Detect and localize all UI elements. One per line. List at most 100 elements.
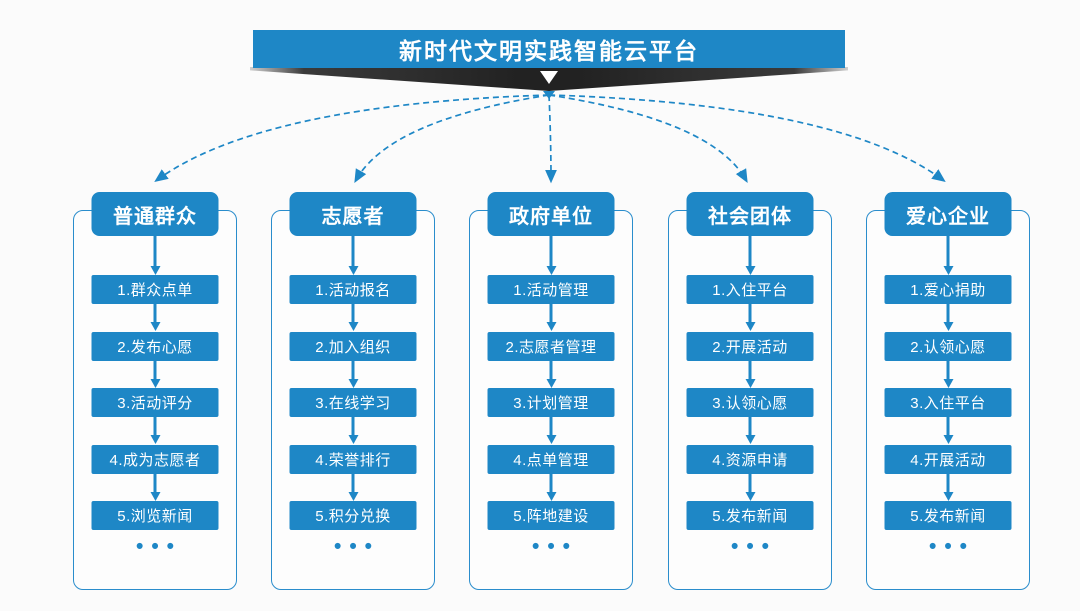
arrow-down-icon	[351, 361, 355, 379]
arrow-down-icon	[549, 304, 553, 322]
arrow-down-icon	[748, 417, 752, 435]
connector-to-column-2	[354, 94, 550, 183]
flow-step: 5.浏览新闻	[91, 501, 219, 530]
column-title: 爱心企业	[906, 205, 990, 228]
arrow-down-icon	[946, 236, 950, 266]
flow-step-label: 1.群众点单	[117, 282, 193, 299]
more-items-ellipsis: •••	[333, 535, 381, 558]
flow-step-label: 2.志愿者管理	[505, 339, 597, 356]
flow-step: 1.群众点单	[91, 275, 219, 304]
flow-step-label: 1.入住平台	[712, 282, 788, 299]
arrow-down-icon	[946, 474, 950, 492]
arrow-down-icon	[351, 236, 355, 266]
flow-step: 4.荣誉排行	[289, 445, 417, 474]
column-title: 政府单位	[509, 205, 593, 228]
arrow-down-icon	[946, 361, 950, 379]
flow-step: 5.发布新闻	[686, 501, 814, 530]
arrow-down-icon	[549, 474, 553, 492]
flow-step: 2.加入组织	[289, 332, 417, 361]
flow-step-label: 2.发布心愿	[117, 339, 193, 356]
more-items-ellipsis: •••	[531, 535, 579, 558]
column-title: 普通群众	[113, 205, 197, 228]
flow-step-label: 1.活动管理	[513, 282, 589, 299]
more-items-ellipsis: •••	[928, 535, 976, 558]
column-header: 社会团体	[686, 192, 814, 236]
arrow-down-icon	[549, 417, 553, 435]
flow-step-label: 1.爱心捐助	[910, 282, 986, 299]
connector-to-column-1	[154, 94, 550, 182]
flow-step-label: 5.发布新闻	[712, 508, 788, 525]
flow-step: 1.活动管理	[487, 275, 615, 304]
platform-title: 新时代文明实践智能云平台	[399, 38, 699, 64]
flow-step: 3.在线学习	[289, 388, 417, 417]
more-items-ellipsis: •••	[135, 535, 183, 558]
arrow-down-icon	[153, 361, 157, 379]
flow-step: 5.积分兑换	[289, 501, 417, 530]
flow-step: 2.发布心愿	[91, 332, 219, 361]
arrow-down-icon	[748, 236, 752, 266]
arrow-down-icon	[946, 304, 950, 322]
arrow-down-icon	[748, 361, 752, 379]
flow-step: 4.开展活动	[884, 445, 1012, 474]
column-header: 政府单位	[487, 192, 615, 236]
flow-step: 4.成为志愿者	[91, 445, 219, 474]
flow-step-label: 2.认领心愿	[910, 339, 986, 356]
arrow-down-icon	[351, 417, 355, 435]
flow-step: 5.阵地建设	[487, 501, 615, 530]
flow-step-label: 4.开展活动	[910, 452, 986, 469]
arrow-down-icon	[549, 361, 553, 379]
flow-step-label: 5.阵地建设	[513, 508, 589, 525]
more-items-ellipsis: •••	[730, 535, 778, 558]
flow-step: 1.入住平台	[686, 275, 814, 304]
flow-step-label: 3.在线学习	[315, 395, 391, 412]
column-caring-enterprises: 爱心企业 1.爱心捐助 2.认领心愿 3.入住平台 4.开展活动 5.发布新闻 …	[866, 190, 1030, 592]
column-header: 普通群众	[91, 192, 219, 236]
connector-to-column-4	[548, 94, 748, 183]
flow-step: 3.活动评分	[91, 388, 219, 417]
column-social-groups: 社会团体 1.入住平台 2.开展活动 3.认领心愿 4.资源申请 5.发布新闻 …	[668, 190, 832, 592]
flow-step-label: 4.荣誉排行	[315, 452, 391, 469]
flow-step-label: 3.认领心愿	[712, 395, 788, 412]
arrow-down-icon	[748, 304, 752, 322]
platform-title-banner: 新时代文明实践智能云平台	[253, 30, 845, 68]
flow-step: 1.活动报名	[289, 275, 417, 304]
flow-step-label: 5.浏览新闻	[117, 508, 193, 525]
flow-step: 3.入住平台	[884, 388, 1012, 417]
arrow-down-icon	[153, 236, 157, 266]
arrow-down-icon	[748, 474, 752, 492]
arrow-down-icon	[153, 474, 157, 492]
flow-step-label: 3.活动评分	[117, 395, 193, 412]
flow-step-label: 5.积分兑换	[315, 508, 391, 525]
flow-step: 4.资源申请	[686, 445, 814, 474]
column-volunteers: 志愿者 1.活动报名 2.加入组织 3.在线学习 4.荣誉排行 5.积分兑换 •…	[271, 190, 435, 592]
flow-step: 2.认领心愿	[884, 332, 1012, 361]
column-title: 社会团体	[708, 205, 792, 228]
column-ordinary-people: 普通群众 1.群众点单 2.发布心愿 3.活动评分 4.成为志愿者 5.浏览新闻…	[73, 190, 237, 592]
arrow-down-icon	[351, 474, 355, 492]
connector-to-column-5	[548, 94, 946, 183]
flow-step: 3.认领心愿	[686, 388, 814, 417]
arrow-down-icon	[549, 236, 553, 266]
connector-origin-icon	[543, 91, 555, 99]
flow-step-label: 4.点单管理	[513, 452, 589, 469]
flow-step-label: 4.资源申请	[712, 452, 788, 469]
arrow-down-icon	[946, 417, 950, 435]
flow-step: 2.志愿者管理	[487, 332, 615, 361]
flow-step-label: 5.发布新闻	[910, 508, 986, 525]
arrow-down-icon	[153, 417, 157, 435]
column-header: 志愿者	[289, 192, 417, 236]
flow-step: 4.点单管理	[487, 445, 615, 474]
connector-to-column-3	[545, 94, 557, 184]
column-header: 爱心企业	[884, 192, 1012, 236]
arrow-down-icon	[351, 304, 355, 322]
banner-arrow-down-icon	[540, 71, 558, 84]
column-government-units: 政府单位 1.活动管理 2.志愿者管理 3.计划管理 4.点单管理 5.阵地建设…	[469, 190, 633, 592]
flow-step-label: 2.开展活动	[712, 339, 788, 356]
flow-step: 1.爱心捐助	[884, 275, 1012, 304]
flow-step-label: 4.成为志愿者	[109, 452, 201, 469]
arrow-down-icon	[153, 304, 157, 322]
flow-step: 2.开展活动	[686, 332, 814, 361]
flow-step: 5.发布新闻	[884, 501, 1012, 530]
flow-step-label: 1.活动报名	[315, 282, 391, 299]
